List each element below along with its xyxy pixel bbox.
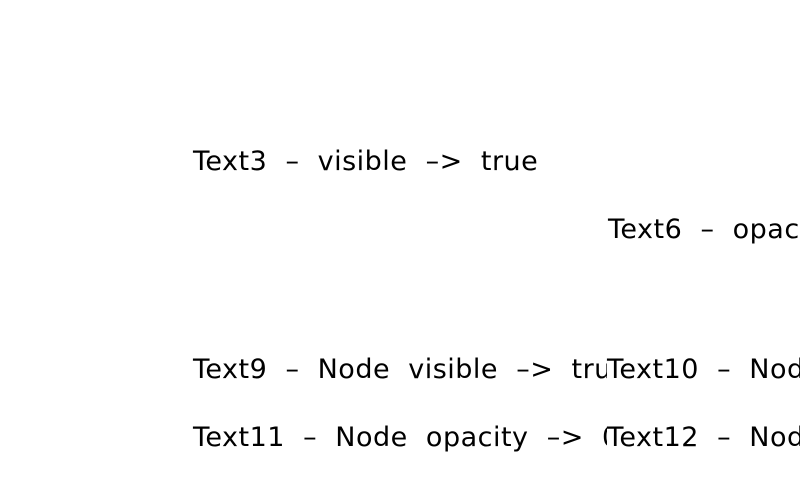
text10-label: Text10 – Node (607, 356, 800, 383)
text12-label: Text12 – Node (607, 424, 800, 451)
text11-label: Text11 – Node opacity –> 0 (193, 422, 620, 453)
text6-label: Text6 – opacity (608, 216, 800, 243)
text3-label: Text3 – visible –> true (193, 146, 539, 177)
text9-label: Text9 – Node visible –> true (193, 354, 629, 385)
